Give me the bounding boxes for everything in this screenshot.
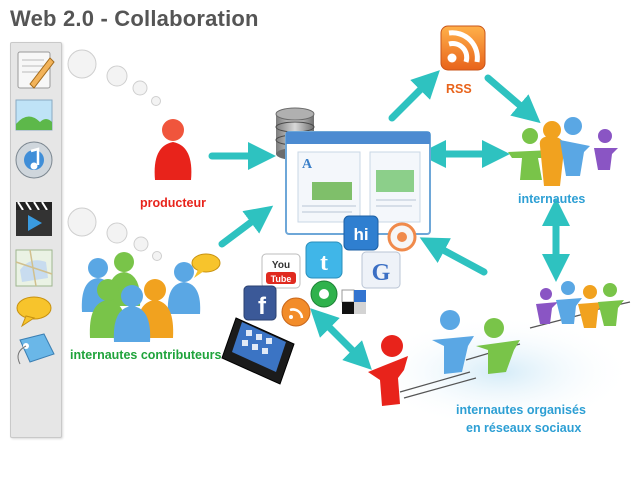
smartphone-icon <box>221 317 295 385</box>
social-networks-label-line2: en réseaux sociaux <box>466 421 582 435</box>
thought-bubbles-top <box>67 49 161 106</box>
arrow-mobile-reseaux <box>310 308 372 370</box>
arrow-site-to-rss <box>388 70 440 122</box>
youtube-you-text: You <box>272 260 290 271</box>
svg-text:A: A <box>302 157 313 172</box>
speech-bubble-small-icon <box>191 253 221 278</box>
music-note-icon <box>15 141 53 179</box>
rss-label: RSS <box>446 82 472 96</box>
youtube-tube-text: Tube <box>271 274 292 284</box>
document-edit-icon <box>17 51 55 89</box>
facebook-logo: f <box>243 285 277 321</box>
youtube-logo: You Tube <box>261 253 301 289</box>
hi5-logo: hi <box>343 215 379 251</box>
producer-label: producteur <box>140 196 206 210</box>
photo-landscape-icon <box>15 99 53 131</box>
producer-figure <box>154 119 192 180</box>
tag-label-icon <box>17 333 55 365</box>
google-text: G <box>372 260 391 286</box>
google-logo: G <box>361 251 401 289</box>
twitter-logo: t <box>305 241 343 279</box>
video-clapper-icon <box>16 201 52 236</box>
svg-text:t: t <box>320 250 328 276</box>
dopplr-logo <box>387 222 417 252</box>
website-window: A <box>285 131 431 235</box>
hi5-text: hi <box>353 225 368 244</box>
thought-bubbles-bottom <box>67 207 162 261</box>
map-icon <box>15 249 53 287</box>
social-networks-group <box>368 281 632 428</box>
feed-logo <box>281 297 311 327</box>
arrow-reseaux-to-site <box>419 237 488 276</box>
delicious-logo <box>341 289 366 314</box>
rss-icon <box>440 25 486 71</box>
arrow-rss-to-internautes <box>484 74 541 124</box>
internautes-label: internautes <box>518 192 586 206</box>
contributors-label: internautes contributeurs <box>70 348 222 362</box>
internautes-group <box>508 117 618 186</box>
speech-bubble-icon <box>16 296 52 328</box>
facebook-text: f <box>258 293 267 320</box>
arrow-contributors-to-site <box>218 205 274 248</box>
social-networks-label-line1: internautes organisés <box>456 403 586 417</box>
contributors-crowd <box>81 252 221 342</box>
technorati-logo <box>310 280 338 308</box>
page-title: Web 2.0 - Collaboration <box>10 6 259 31</box>
